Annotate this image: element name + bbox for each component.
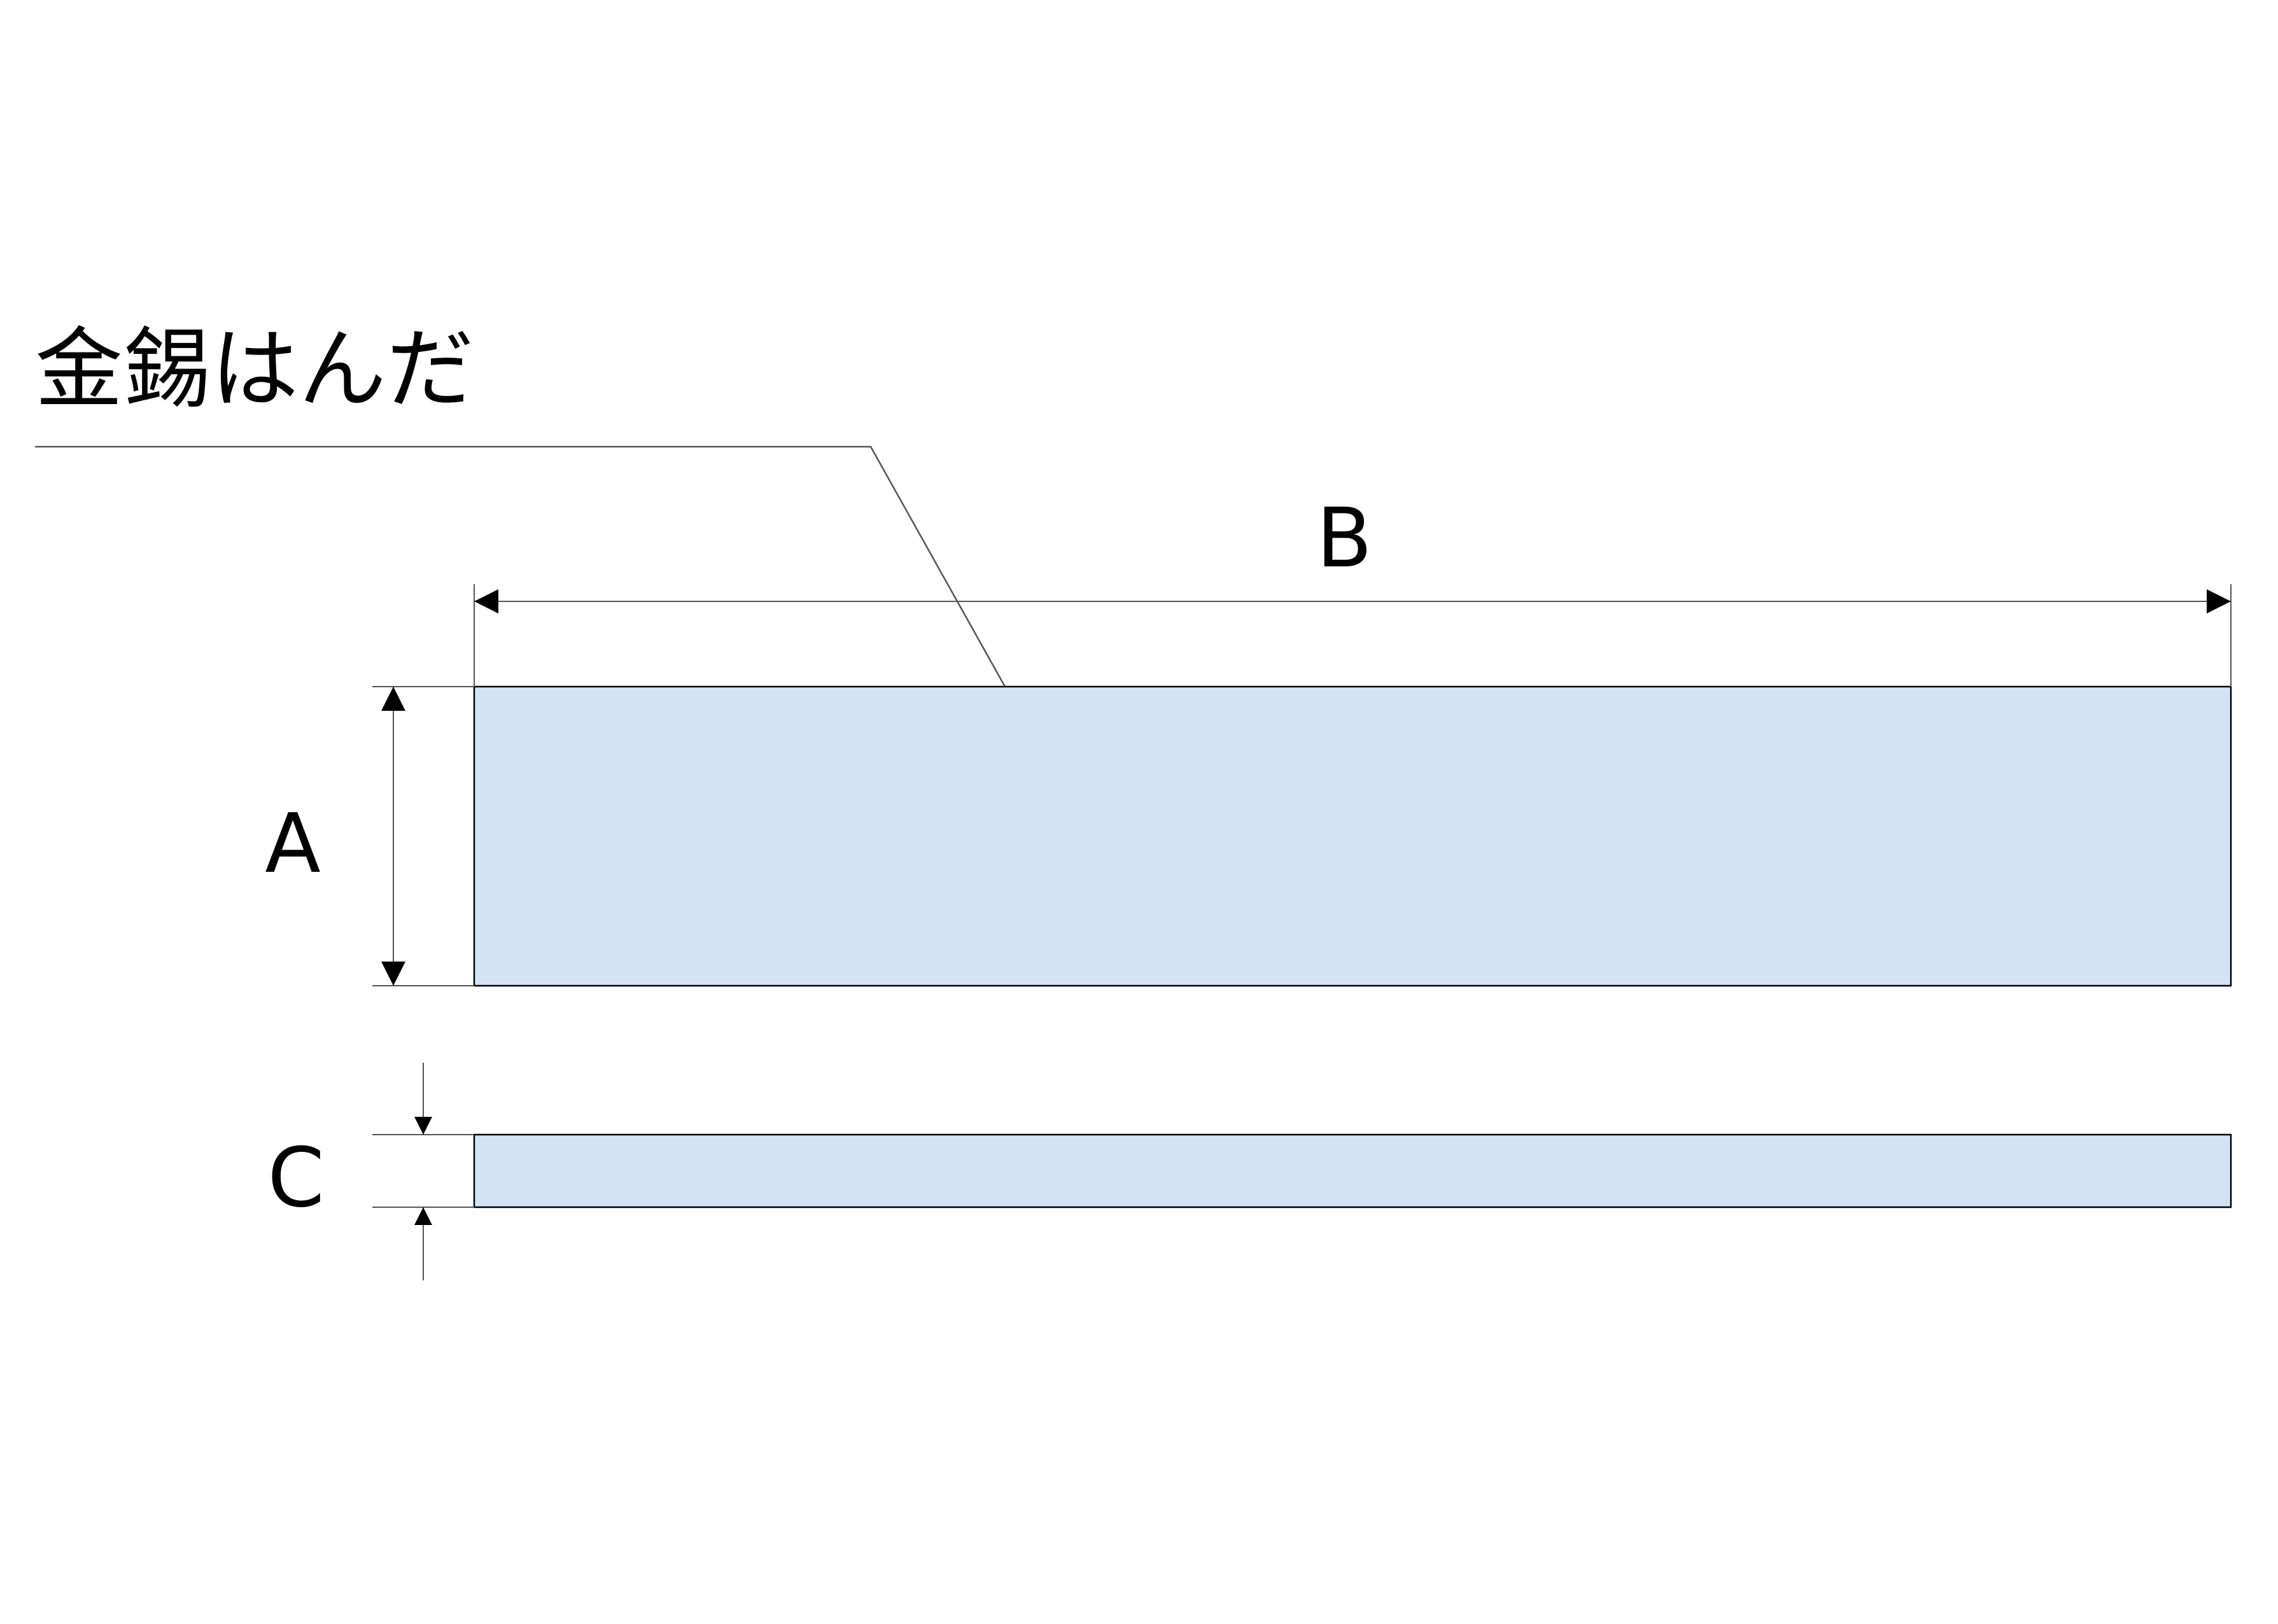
dimension-c: C bbox=[267, 1063, 474, 1280]
callout-leader-line bbox=[35, 445, 1072, 806]
dimension-a: A bbox=[265, 686, 474, 986]
dimension-b: B bbox=[474, 491, 2232, 687]
arrowhead-c-bottom bbox=[414, 1207, 432, 1225]
top-view-rectangle bbox=[473, 685, 2232, 987]
arrowhead-b-left bbox=[474, 589, 498, 613]
dimension-label-b: B bbox=[1316, 491, 1372, 586]
dimension-label-c: C bbox=[267, 1131, 324, 1226]
arrowhead-a-top bbox=[381, 687, 405, 711]
dimension-label-a: A bbox=[265, 797, 321, 892]
callout-label: 金錫はんだ bbox=[35, 318, 474, 421]
arrowhead-c-top bbox=[414, 1117, 432, 1135]
arrowhead-a-bottom bbox=[381, 962, 405, 986]
side-view-rectangle bbox=[473, 1133, 2232, 1208]
arrowhead-b-right bbox=[2207, 589, 2231, 613]
